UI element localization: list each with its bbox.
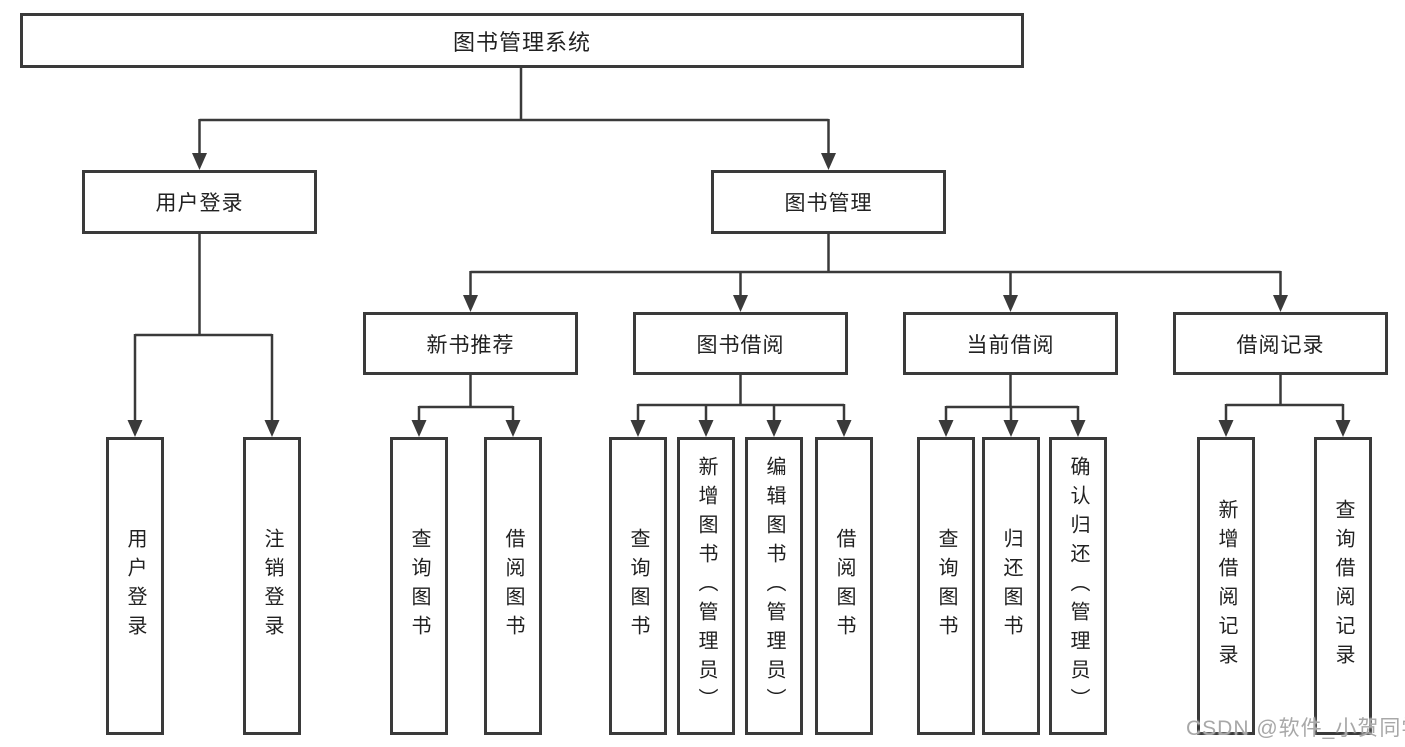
wire-borrow-to-leaves bbox=[630, 375, 852, 437]
leaf-query-books-borrow: 查询图书 bbox=[609, 437, 667, 735]
leaf-confirm-return-admin: 确认归还（管理员） bbox=[1049, 437, 1107, 735]
leaf-label: 查询图书 bbox=[408, 528, 430, 644]
leaf-user-login: 用户登录 bbox=[106, 437, 164, 735]
wire-records-to-leaves bbox=[1218, 375, 1351, 437]
node-book-borrow: 图书借阅 bbox=[633, 312, 848, 375]
leaf-add-books-admin: 新增图书（管理员） bbox=[677, 437, 735, 735]
wire-root-to-level2 bbox=[192, 68, 836, 170]
node-new-book-recommend: 新书推荐 bbox=[363, 312, 578, 375]
leaf-query-books-current: 查询图书 bbox=[917, 437, 975, 735]
leaf-label: 确认归还（管理员） bbox=[1067, 455, 1089, 717]
leaf-label: 查询借阅记录 bbox=[1332, 499, 1354, 673]
leaf-add-borrow-record: 新增借阅记录 bbox=[1197, 437, 1255, 735]
leaf-edit-books-admin: 编辑图书（管理员） bbox=[745, 437, 803, 735]
leaf-label: 新增借阅记录 bbox=[1215, 499, 1237, 673]
leaf-borrow-books: 借阅图书 bbox=[815, 437, 873, 735]
leaf-label: 借阅图书 bbox=[833, 528, 855, 644]
leaf-label: 查询图书 bbox=[627, 528, 649, 644]
wire-login-to-leaves bbox=[127, 234, 280, 437]
node-current-borrow: 当前借阅 bbox=[903, 312, 1118, 375]
node-book-management: 图书管理 bbox=[711, 170, 946, 234]
node-book-management-system: 图书管理系统 bbox=[20, 13, 1024, 68]
leaf-logout: 注销登录 bbox=[243, 437, 301, 735]
node-borrow-records: 借阅记录 bbox=[1173, 312, 1388, 375]
csdn-watermark: CSDN @软件_小贺同学 bbox=[1186, 717, 1405, 740]
leaf-label: 查询图书 bbox=[935, 528, 957, 644]
wire-recommend-to-leaves bbox=[411, 375, 521, 437]
wire-management-to-level3 bbox=[463, 234, 1288, 312]
leaf-return-books: 归还图书 bbox=[982, 437, 1040, 735]
leaf-query-borrow-record: 查询借阅记录 bbox=[1314, 437, 1372, 735]
leaf-label: 用户登录 bbox=[124, 528, 146, 644]
leaf-query-books-recommend: 查询图书 bbox=[390, 437, 448, 735]
leaf-label: 新增图书（管理员） bbox=[695, 455, 717, 717]
leaf-label: 注销登录 bbox=[261, 528, 283, 644]
wire-current-to-leaves bbox=[938, 375, 1086, 437]
node-user-login: 用户登录 bbox=[82, 170, 317, 234]
leaf-borrow-books-recommend: 借阅图书 bbox=[484, 437, 542, 735]
leaf-label: 编辑图书（管理员） bbox=[763, 455, 785, 717]
leaf-label: 借阅图书 bbox=[502, 528, 524, 644]
leaf-label: 归还图书 bbox=[1000, 528, 1022, 644]
